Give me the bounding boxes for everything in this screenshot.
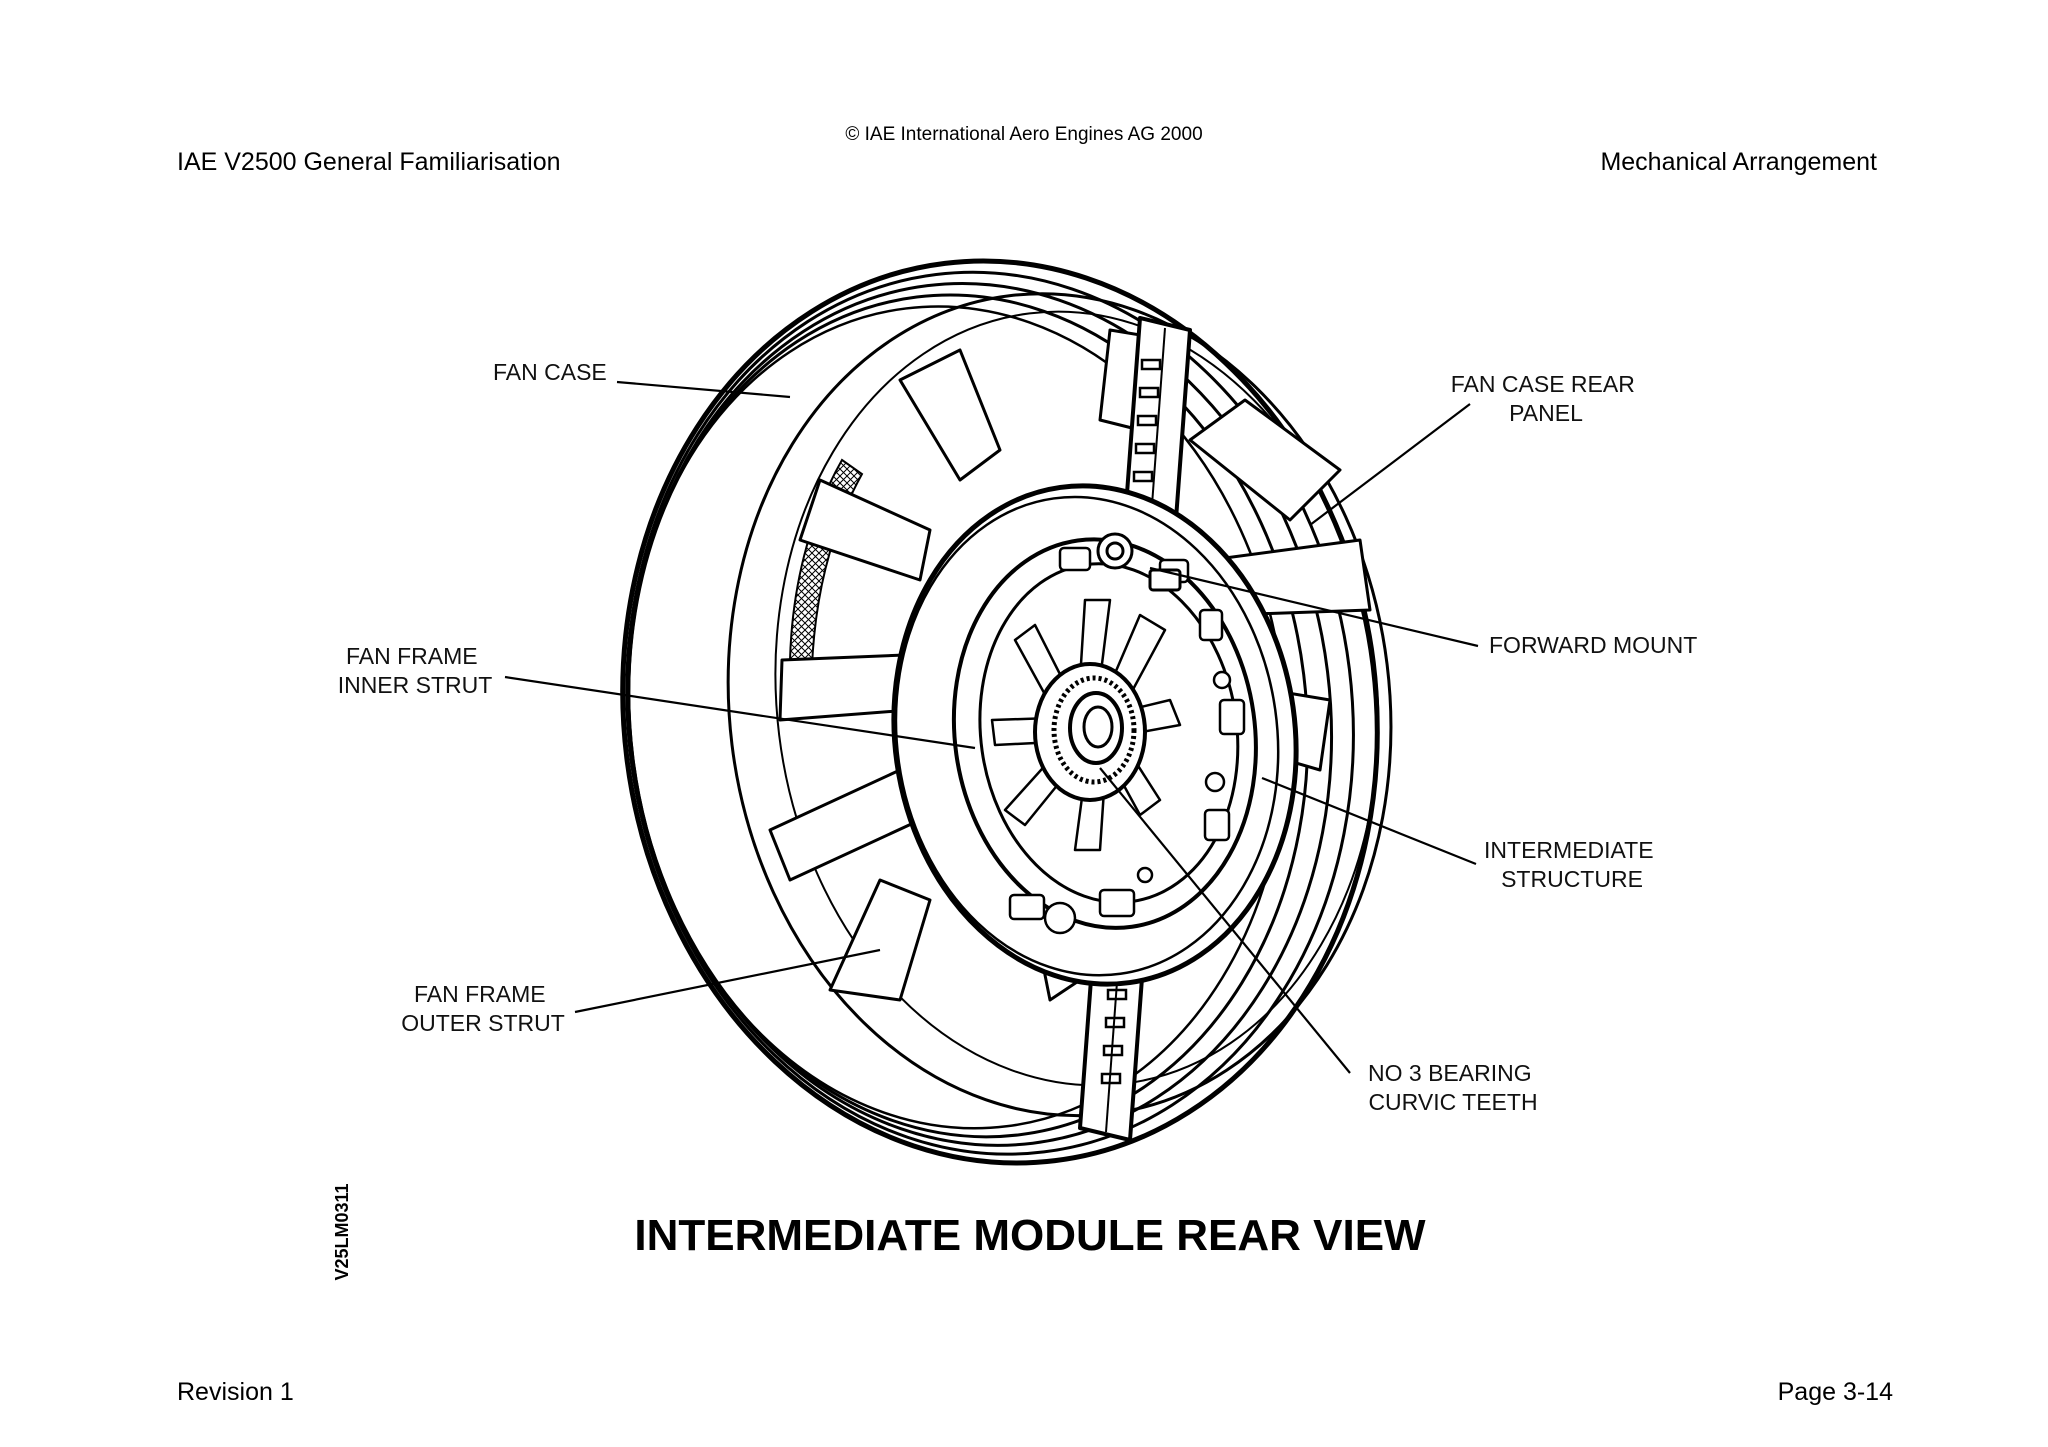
- leader-lines: [504, 380, 1479, 1074]
- forward-mount-drawing: [1096, 532, 1182, 592]
- revision-label: Revision 1: [177, 1378, 294, 1406]
- leader-no3-bearing: [1099, 767, 1351, 1074]
- label-fan-case: FAN CASE: [493, 359, 607, 385]
- figure-title: INTERMEDIATE MODULE REAR VIEW: [634, 1211, 1426, 1260]
- drawing-code: V25LM0311: [332, 1183, 352, 1280]
- document-title: IAE V2500 General Familiarisation: [177, 148, 561, 176]
- leader-fan-case-rear-panel: [1309, 403, 1471, 526]
- label-fan-frame-outer-strut: FAN FRAME OUTER STRUT: [401, 981, 565, 1036]
- label-intermediate-structure: INTERMEDIATE STRUCTURE: [1484, 837, 1660, 892]
- page-number: Page 3-14: [1777, 1378, 1893, 1406]
- leader-fan-frame-inner-strut: [504, 675, 976, 750]
- label-forward-mount: FORWARD MOUNT: [1489, 632, 1697, 658]
- leader-fan-frame-outer-strut: [574, 948, 881, 1014]
- label-no3-bearing: NO 3 BEARING CURVIC TEETH: [1368, 1060, 1538, 1115]
- copyright-notice: © IAE International Aero Engines AG 2000: [845, 124, 1203, 145]
- leader-fan-case: [616, 380, 791, 399]
- label-fan-case-rear-panel: FAN CASE REAR PANEL: [1451, 371, 1641, 426]
- leader-forward-mount: [1149, 566, 1479, 648]
- label-fan-frame-inner-strut: FAN FRAME INNER STRUT: [338, 643, 493, 698]
- section-title: Mechanical Arrangement: [1600, 148, 1877, 176]
- leader-intermediate-structure: [1261, 776, 1477, 866]
- bearing-hub-drawing: [1033, 662, 1147, 802]
